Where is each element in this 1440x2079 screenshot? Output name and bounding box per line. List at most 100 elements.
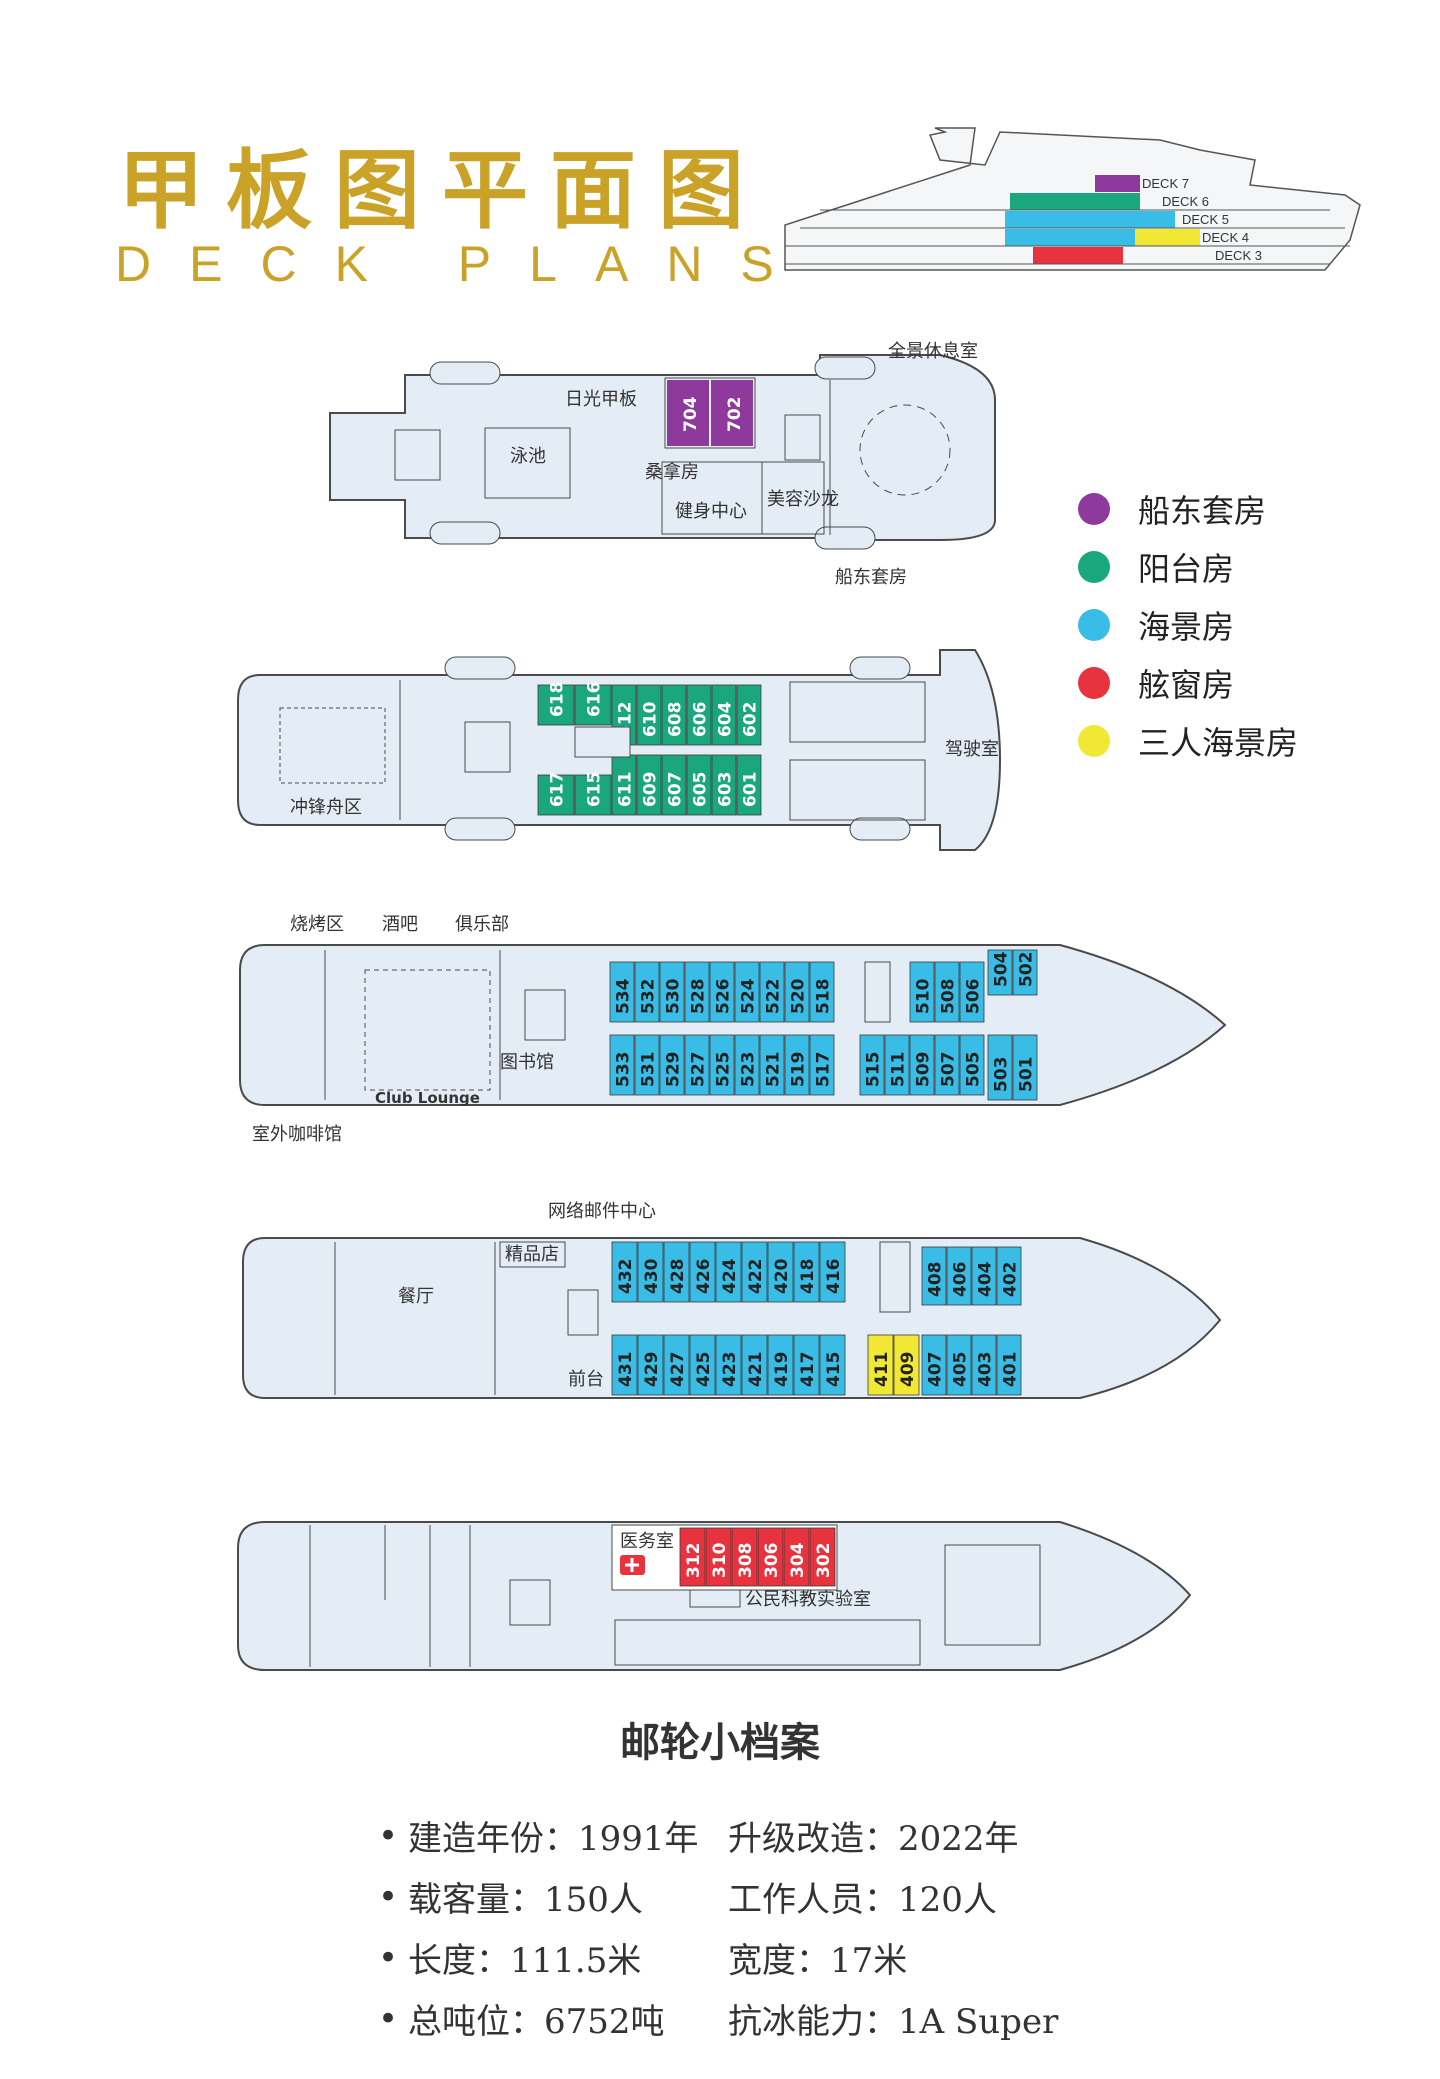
internet-center-label: 网络邮件中心 <box>548 1201 656 1222</box>
cabin-404 <box>971 1246 997 1306</box>
cabin-302-label: 302 <box>814 1543 834 1579</box>
cabin-423-label: 423 <box>720 1352 740 1388</box>
cabin-306-label: 306 <box>762 1543 782 1579</box>
legend-label-triple-ocean-view: 三人海景房 <box>1138 724 1299 762</box>
deck7-profile-label: DECK 7 <box>1142 176 1189 191</box>
cabin-510 <box>909 961 935 1023</box>
cabin-310-label: 310 <box>710 1542 730 1578</box>
cabin-421 <box>741 1334 768 1396</box>
cabin-604-label: 604 <box>716 701 736 737</box>
info-build-year: 建造年份：1991年 <box>408 1819 699 1859</box>
cabin-431-label: 431 <box>616 1352 636 1388</box>
info-ice-class: 抗冰能力：1A Super <box>728 2002 1059 2042</box>
cabin-517-label: 517 <box>814 1052 834 1088</box>
cabin-506-label: 506 <box>964 979 984 1015</box>
zodiac-area-label: 冲锋舟区 <box>290 797 362 818</box>
cabin-618 <box>537 684 575 726</box>
cabin-519 <box>784 1034 810 1096</box>
cabin-602 <box>736 684 762 746</box>
cabin-401 <box>996 1334 1022 1396</box>
reception-label: 前台 <box>568 1369 604 1390</box>
salon-label: 美容沙龙 <box>767 489 839 510</box>
cabin-604 <box>711 684 737 746</box>
cabin-505-label: 505 <box>964 1052 984 1088</box>
cabin-615-label: 615 <box>585 772 605 808</box>
cabin-418 <box>793 1241 820 1303</box>
boutique-label: 精品店 <box>505 1244 559 1265</box>
cabin-408 <box>921 1246 947 1306</box>
deck4-profile-label: DECK 4 <box>1202 230 1249 245</box>
cabin-526-label: 526 <box>714 979 734 1015</box>
cabin-402-label: 402 <box>1001 1262 1021 1298</box>
legend-label-owner-suite: 船东套房 <box>1138 492 1267 530</box>
cabin-509-label: 509 <box>914 1052 934 1088</box>
cabin-525 <box>709 1034 735 1096</box>
cabin-511 <box>884 1034 910 1096</box>
cabin-422 <box>741 1241 768 1303</box>
cabin-306 <box>757 1527 784 1587</box>
cabin-406-label: 406 <box>951 1262 971 1298</box>
cabin-522-label: 522 <box>764 979 784 1015</box>
cabin-523-label: 523 <box>739 1052 759 1088</box>
cabin-405-label: 405 <box>951 1352 971 1388</box>
cabin-602-label: 602 <box>741 702 761 738</box>
cabin-411-label: 411 <box>872 1352 892 1388</box>
cabin-615 <box>574 774 612 816</box>
info-row: • 建造年份：1991年 升级改造：2022年 <box>378 1805 1048 1866</box>
cabin-401-label: 401 <box>1001 1352 1021 1388</box>
cabin-606-label: 606 <box>691 702 711 738</box>
cabin-310 <box>705 1527 732 1587</box>
cabin-302 <box>809 1527 836 1587</box>
legend-dot-ocean-view <box>1078 609 1110 641</box>
cabin-603 <box>711 754 737 816</box>
cabin-618-label: 618 <box>548 682 568 718</box>
cabin-606 <box>686 684 712 746</box>
cabin-611 <box>611 754 637 816</box>
cabin-419-label: 419 <box>772 1352 792 1388</box>
cabin-610 <box>636 684 662 746</box>
ship-profile: DECK 7 DECK 6 DECK 5 DECK 4 DECK 3 <box>784 127 1361 271</box>
cabin-510-label: 510 <box>914 978 934 1014</box>
legend-item-ocean-view: 海景房 <box>1078 596 1298 654</box>
info-refit-year: 升级改造：2022年 <box>728 1819 1019 1859</box>
bridge-label: 驾驶室 <box>945 739 999 760</box>
deck7-band <box>1095 175 1140 192</box>
room-702-label: 702 <box>725 397 745 433</box>
cabin-417 <box>793 1334 820 1396</box>
cabin-518 <box>809 961 835 1023</box>
cabin-616-label: 616 <box>585 682 605 718</box>
clinic-label: 医务室 <box>620 1531 674 1552</box>
deck3-profile-label: DECK 3 <box>1215 248 1262 263</box>
cabin-506 <box>959 961 985 1023</box>
cabin-304-label: 304 <box>788 1542 808 1578</box>
panorama-lounge-label: 全景休息室 <box>888 341 978 362</box>
cabin-529-label: 529 <box>664 1052 684 1088</box>
legend-item-triple-ocean-view: 三人海景房 <box>1078 712 1298 770</box>
cabin-431 <box>611 1334 638 1396</box>
info-width: 宽度：17米 <box>728 1941 908 1981</box>
ship-info-list: • 建造年份：1991年 升级改造：2022年 • 载客量：150人 工作人员：… <box>378 1805 1059 2049</box>
deck6-band <box>1010 193 1140 210</box>
legend-label-ocean-view: 海景房 <box>1138 608 1235 646</box>
cabin-508 <box>934 961 960 1023</box>
info-passengers: 载客量：150人 <box>408 1880 643 1920</box>
cabin-503-label: 503 <box>992 1057 1012 1093</box>
cabin-523 <box>734 1034 760 1096</box>
restaurant-label: 餐厅 <box>398 1286 434 1307</box>
legend-dot-porthole <box>1078 667 1110 699</box>
cabin-526 <box>709 961 735 1023</box>
legend-item-porthole: 舷窗房 <box>1078 654 1298 712</box>
cabin-521-label: 521 <box>764 1052 784 1088</box>
science-lab-label: 公民科教实验室 <box>745 1589 871 1610</box>
cabin-531 <box>634 1034 660 1096</box>
sun-deck-label: 日光甲板 <box>565 389 637 410</box>
cabin-534 <box>609 961 635 1023</box>
room-type-legend: 船东套房 阳台房 海景房 舷窗房 三人海景房 <box>1078 480 1298 770</box>
cabin-415-label: 415 <box>824 1352 844 1388</box>
cabin-517 <box>809 1034 835 1096</box>
cabin-424-label: 424 <box>720 1258 740 1294</box>
deck3-outline <box>237 1521 1192 1671</box>
